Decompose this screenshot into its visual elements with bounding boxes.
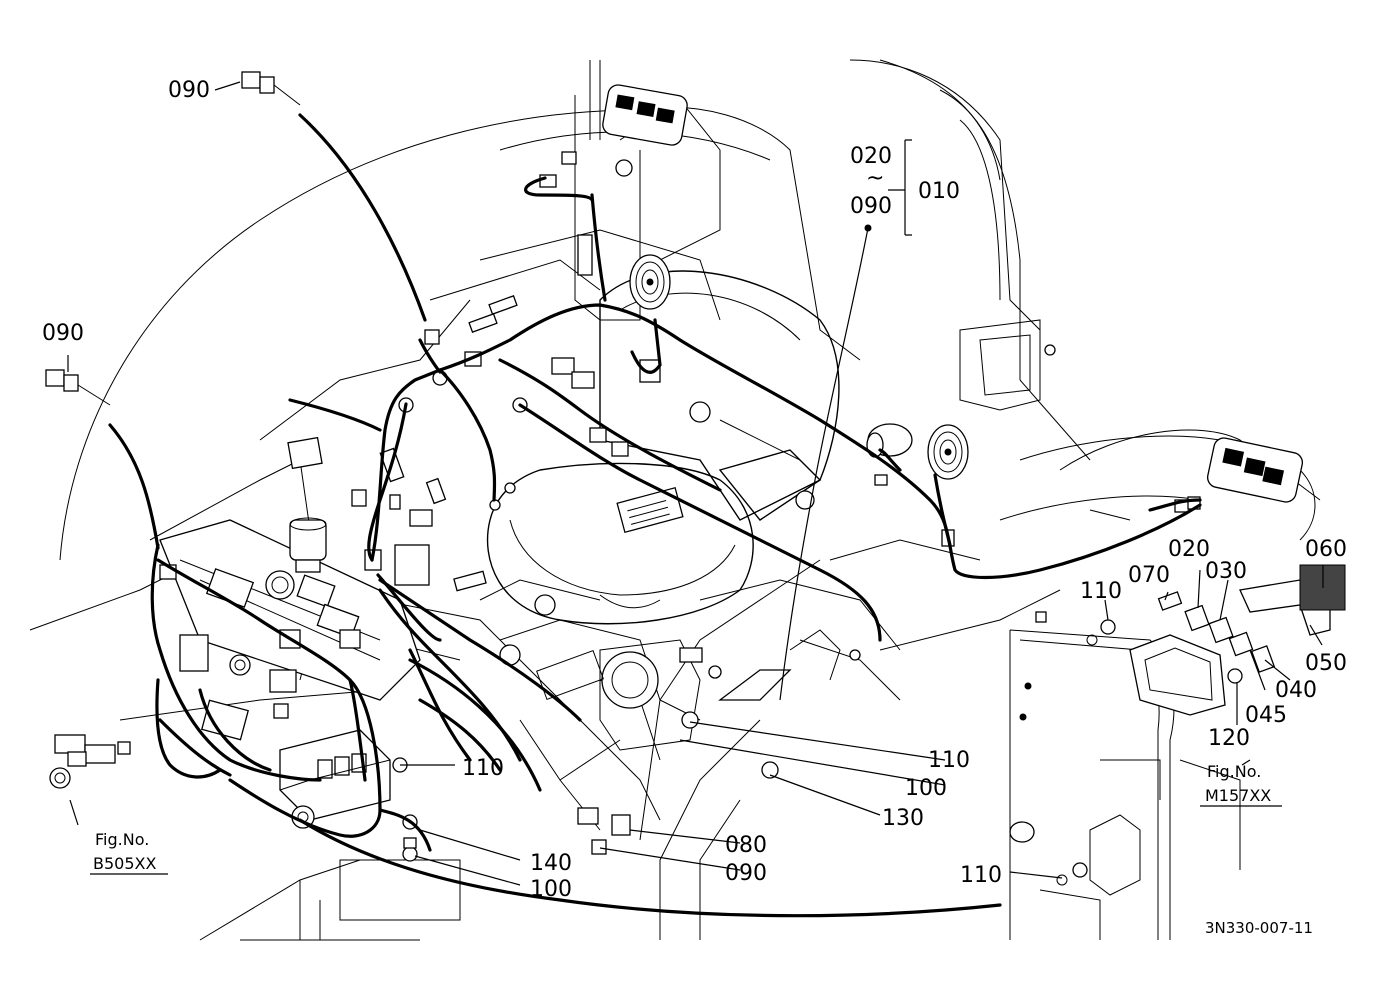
callout-090-left: 090: [42, 321, 84, 346]
callout-100-pedal: 100: [905, 776, 947, 801]
callout-090-top-left: 090: [168, 78, 210, 103]
meter-box: [289, 517, 327, 573]
callout-045: 045: [1245, 703, 1287, 728]
callout-090-bottom: 090: [725, 861, 767, 886]
figure-references: Fig.No. B505XX Fig.No. M157XX: [90, 762, 1282, 875]
callout-070: 070: [1128, 563, 1170, 588]
drawing-number: 3N330-007-11: [1205, 919, 1313, 937]
horn-right: [927, 424, 969, 480]
motor-right: [866, 423, 913, 458]
fig-ref-m157-label: Fig.No.: [1207, 762, 1261, 781]
callout-tilde: ~: [866, 166, 884, 191]
callout-010: 010: [918, 179, 960, 204]
callout-100-bottom: 100: [530, 877, 572, 902]
pedal-linkage: [599, 629, 861, 751]
top-lamp: [602, 84, 688, 146]
callout-labels: 090 090 020 ~ 090 010 110 070 020 030 06…: [42, 78, 1347, 902]
rops-pillar: [959, 319, 1056, 411]
callout-020-range-start: 020: [850, 144, 892, 169]
callout-130: 130: [882, 806, 924, 831]
wiring-harness: [150, 176, 1202, 918]
fig-ref-m157-number: M157XX: [1205, 786, 1271, 805]
horn-left: [629, 254, 671, 310]
callout-120: 120: [1208, 726, 1250, 751]
callout-080: 080: [725, 833, 767, 858]
relay-assembly: [291, 564, 1346, 886]
callout-140: 140: [530, 851, 572, 876]
callout-030: 030: [1205, 559, 1247, 584]
callout-060: 060: [1305, 537, 1347, 562]
operator-seat: [486, 270, 840, 625]
leader-lines: [67, 81, 1324, 886]
callout-110-pedal: 110: [928, 748, 970, 773]
connectors: [45, 71, 1201, 789]
callout-090-range-end: 090: [850, 194, 892, 219]
callout-110-fusebox: 110: [462, 756, 504, 781]
callout-020: 020: [1168, 537, 1210, 562]
callout-110-side: 110: [960, 863, 1002, 888]
callout-040: 040: [1275, 678, 1317, 703]
fig-ref-b505-label: Fig.No.: [95, 830, 149, 849]
callout-110-relay: 110: [1080, 579, 1122, 604]
fig-ref-b505-number: B505XX: [93, 854, 156, 873]
callout-050: 050: [1305, 651, 1347, 676]
right-fender: [999, 435, 1316, 541]
